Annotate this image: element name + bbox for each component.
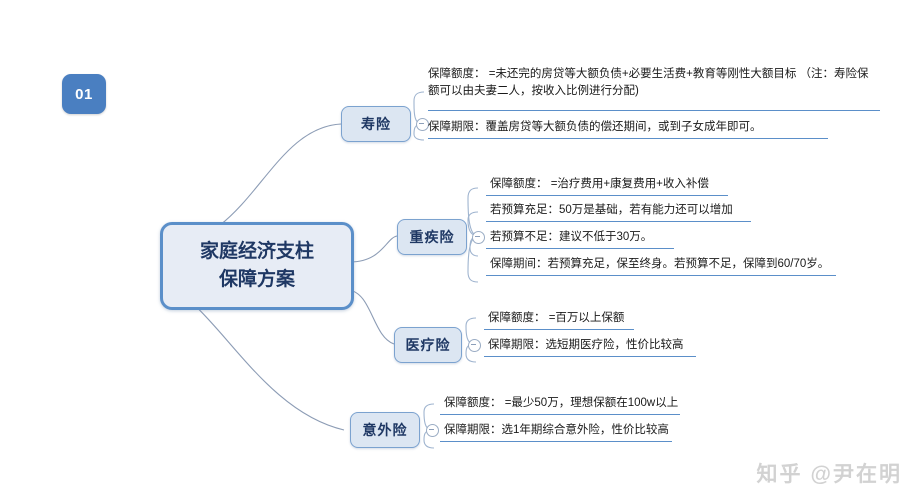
detail-rule-yiliaoxian-1 [484,356,696,358]
root-node[interactable]: 家庭经济支柱 保障方案 [160,222,354,310]
branch-node-shouxian[interactable]: 寿险 [341,106,411,142]
root-node-line2: 保障方案 [218,269,295,290]
detail-text-shouxian-0: 保障额度： =未还完的房贷等大额负债+必要生活费+教育等刚性大额目标 （注：寿险… [428,68,869,98]
detail-rule-shouxian-1 [428,138,828,140]
section-badge-label: 01 [75,85,93,103]
collapse-toggle-shouxian[interactable] [416,118,429,131]
detail-rule-shouxian-0 [428,110,880,112]
detail-text-zhongjixian-1: 若预算充足：50万是基础，若有能力还可以增加 [490,204,733,216]
detail-rule-zhongjixian-0 [486,195,728,197]
branch-node-yiliaoxian[interactable]: 医疗险 [394,327,462,363]
watermark-handle: @尹在明 [810,463,902,486]
collapse-toggle-yiliaoxian[interactable] [468,339,481,352]
root-node-line1: 家庭经济支柱 [199,241,314,263]
collapse-toggle-yiwaixian[interactable] [426,424,439,437]
detail-text-zhongjixian-0: 保障额度： =治疗费用+康复费用+收入补偿 [490,178,709,190]
branch-node-yiwaixian[interactable]: 意外险 [350,412,420,448]
detail-rule-zhongjixian-2 [486,248,674,250]
branch-node-zhongjixian[interactable]: 重疾险 [397,219,467,255]
detail-rule-yiliaoxian-0 [484,329,634,331]
collapse-toggle-zhongjixian[interactable] [472,231,485,244]
detail-text-zhongjixian-3: 保障期间：若预算充足，保至终身。若预算不足，保障到60/70岁。 [490,258,830,270]
watermark: 知乎 @尹在明 [757,458,902,488]
branch-label-zhongjixian: 重疾险 [409,229,455,245]
branch-label-shouxian: 寿险 [361,116,391,132]
detail-text-yiwaixian-1: 保障期限：选1年期综合意外险，性价比较高 [444,424,669,436]
detail-rule-zhongjixian-1 [486,221,751,223]
detail-text-zhongjixian-2: 若预算不足：建议不低于30万。 [490,231,653,243]
branch-label-yiwaixian: 意外险 [362,422,408,438]
detail-text-shouxian-1: 保障期限：覆盖房贷等大额负债的偿还期间，或到子女成年即可。 [428,121,762,133]
detail-text-yiwaixian-0: 保障额度： =最少50万，理想保额在100w以上 [444,397,679,409]
detail-text-yiliaoxian-1: 保障期限：选短期医疗险，性价比较高 [488,339,684,351]
detail-rule-yiwaixian-0 [440,414,680,416]
branch-label-yiliaoxian: 医疗险 [405,337,451,353]
detail-rule-yiwaixian-1 [440,441,672,443]
watermark-site: 知乎 [756,463,803,486]
section-badge: 01 [62,74,106,114]
detail-rule-zhongjixian-3 [486,275,836,277]
detail-text-yiliaoxian-0: 保障额度： =百万以上保额 [488,312,625,324]
